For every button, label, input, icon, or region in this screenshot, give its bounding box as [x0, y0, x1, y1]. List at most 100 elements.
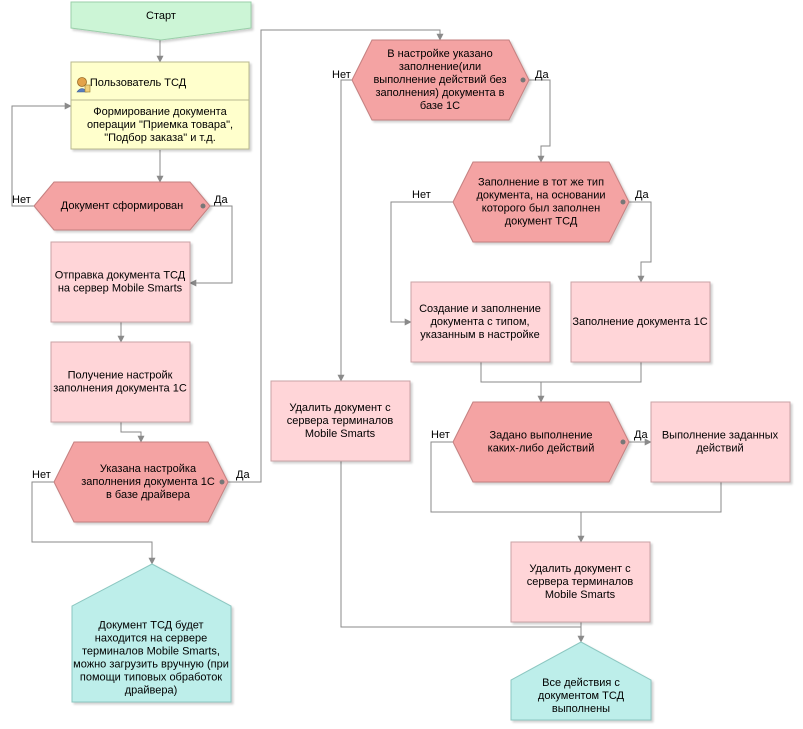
text-line: Формирование документа — [93, 106, 227, 118]
edge-settings-to-specified — [120, 422, 145, 443]
fill-doc-label: Заполнение документа 1С — [572, 316, 707, 328]
fill-no-label: Нет — [332, 69, 351, 81]
fill-yes-label: Да — [535, 69, 549, 81]
send-doc-shape — [50, 241, 191, 323]
same-type-yes-label: Да — [635, 189, 649, 201]
text-line: базе 1С — [420, 100, 460, 112]
actions-yes-label: Да — [634, 429, 648, 441]
text-line: сервера терминалов — [527, 576, 634, 588]
text-line: "Подбор заказа" и т.д. — [104, 132, 216, 144]
text-line: Документ ТСД будет — [98, 620, 203, 632]
edge-same-type-no — [390, 201, 453, 326]
text-line: документа с типом, — [430, 316, 529, 328]
text-line: Заполнение документа 1С — [572, 316, 707, 328]
text-line: Удалить документ с — [529, 563, 631, 575]
text-line: Mobile Smarts — [545, 589, 616, 601]
text-line: операции "Приемка товара", — [87, 119, 233, 131]
edge-actions-no — [430, 441, 585, 543]
setting-no-label: Нет — [32, 469, 51, 481]
text-line: Создание и заполнение — [419, 303, 541, 315]
doc-formed-shape — [33, 181, 211, 231]
doc-formed-label: Документ сформирован — [61, 200, 184, 212]
perform-actions-shape — [650, 401, 791, 483]
all-done-shape — [510, 641, 652, 721]
doc-formed-port — [200, 203, 206, 209]
same-type-no-label: Нет — [412, 189, 431, 201]
text-line: Пользователь ТСД — [90, 77, 187, 89]
edge-same-type-yes — [629, 201, 652, 283]
edge-create-to-actions — [480, 362, 545, 403]
text-line: в базе драйвера — [106, 489, 191, 501]
text-line: каких-либо действий — [488, 443, 595, 455]
text-line: Указана настройка — [100, 463, 197, 475]
text-line: заполнения) документа в — [375, 87, 504, 99]
node-fill-doc: Заполнение документа 1С — [570, 281, 711, 363]
edge-specified-yes — [228, 29, 444, 483]
fill-specified-shape — [351, 39, 530, 121]
text-line: драйвера) — [125, 685, 178, 697]
text-line: помощи типовых обработок — [80, 672, 222, 684]
text-line: выполнены — [552, 703, 610, 715]
edge-delete-left-to-done — [340, 461, 581, 628]
actions-specified-shape — [452, 401, 630, 483]
nodes-layer: Старт Пользователь ТСД Формирование доку… — [33, 1, 791, 721]
get-settings-shape — [50, 341, 191, 423]
start-shape — [70, 1, 252, 41]
text-line: действий — [696, 443, 743, 455]
doc-formed-no-label: Нет — [12, 194, 31, 206]
node-start: Старт — [70, 1, 252, 41]
setting-specified-shape — [53, 441, 229, 523]
actions-no-label: Нет — [431, 429, 450, 441]
edges-layer — [11, 29, 722, 643]
edge-labels-layer: Нет Да Нет Да Нет Да Нет Да Нет Да — [12, 69, 649, 481]
text-line: заполнения документа 1С — [81, 476, 215, 488]
text-line: Документ сформирован — [61, 200, 184, 212]
edge-fill-no — [337, 79, 352, 382]
start-label: Старт — [146, 10, 176, 22]
edge-doc-formed-no — [11, 102, 72, 207]
doc-on-server-shape — [71, 563, 232, 703]
text-line: сервера терминалов — [287, 415, 394, 427]
user-shape — [70, 61, 250, 150]
text-line: заполнение(или — [399, 61, 481, 73]
actions-specified-port — [620, 439, 626, 445]
same-type-port — [620, 199, 626, 205]
text-line: можно загрузить вручную (при — [73, 659, 229, 671]
text-line: заполнения документа 1С — [53, 383, 187, 395]
text-line: которого был заполнен — [482, 203, 600, 215]
edge-fill-doc-to-actions — [541, 362, 642, 383]
text-line: указанным в настройке — [420, 329, 539, 341]
setting-specified-port — [219, 479, 225, 485]
text-line: документ ТСД — [505, 216, 578, 228]
fill-specified-port — [520, 77, 526, 83]
edge-fill-yes — [529, 79, 551, 163]
text-line: Выполнение заданных — [662, 430, 779, 442]
create-fill-shape — [410, 281, 551, 363]
delete-doc-left-shape — [270, 380, 411, 462]
setting-yes-label: Да — [236, 469, 250, 481]
text-line: Задано выполнение — [489, 430, 592, 442]
text-line: Отправка документа ТСД — [55, 270, 186, 282]
